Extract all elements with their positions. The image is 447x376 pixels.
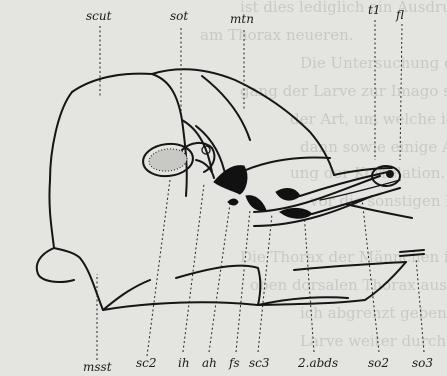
label-mtn: mtn (230, 12, 254, 26)
label-msst: msst (83, 360, 112, 374)
leader-fs (236, 210, 250, 352)
label-sc3: sc3 (249, 356, 270, 370)
label-ah: ah (202, 356, 217, 370)
leader-ih (183, 184, 204, 352)
label-abds: 2.abds (297, 356, 338, 370)
leader-ah (209, 204, 230, 352)
label-so2: so2 (368, 356, 389, 370)
svg-text:gang der Larve zur Imago sowie: gang der Larve zur Imago sowie (240, 82, 447, 100)
svg-text:Die Untersuchung des letzten: Die Untersuchung des letzten (300, 54, 447, 72)
label-sot: sot (170, 9, 188, 23)
leader-sc2 (147, 180, 170, 356)
label-fl: fl (395, 8, 404, 22)
label-fs: fs (228, 356, 240, 370)
wing-base (141, 141, 214, 178)
svg-text:ist dies lediglich ein Ausdruc: ist dies lediglich ein Ausdruck der (240, 0, 447, 16)
leader-so2 (362, 198, 379, 352)
label-sc2: sc2 (136, 356, 157, 370)
label-so3: so3 (412, 356, 433, 370)
label-t1: t1 (368, 3, 380, 17)
label-ih: ih (178, 356, 190, 370)
svg-text:am Thorax neueren.: am Thorax neueren. (200, 26, 354, 44)
thorax-outline (37, 69, 412, 310)
svg-text:Larve weiter durch Larve: Larve weiter durch Larve (300, 332, 447, 350)
svg-text:der Art, um welche ich sie: der Art, um welche ich sie (290, 110, 447, 128)
label-scut: scut (86, 9, 112, 23)
